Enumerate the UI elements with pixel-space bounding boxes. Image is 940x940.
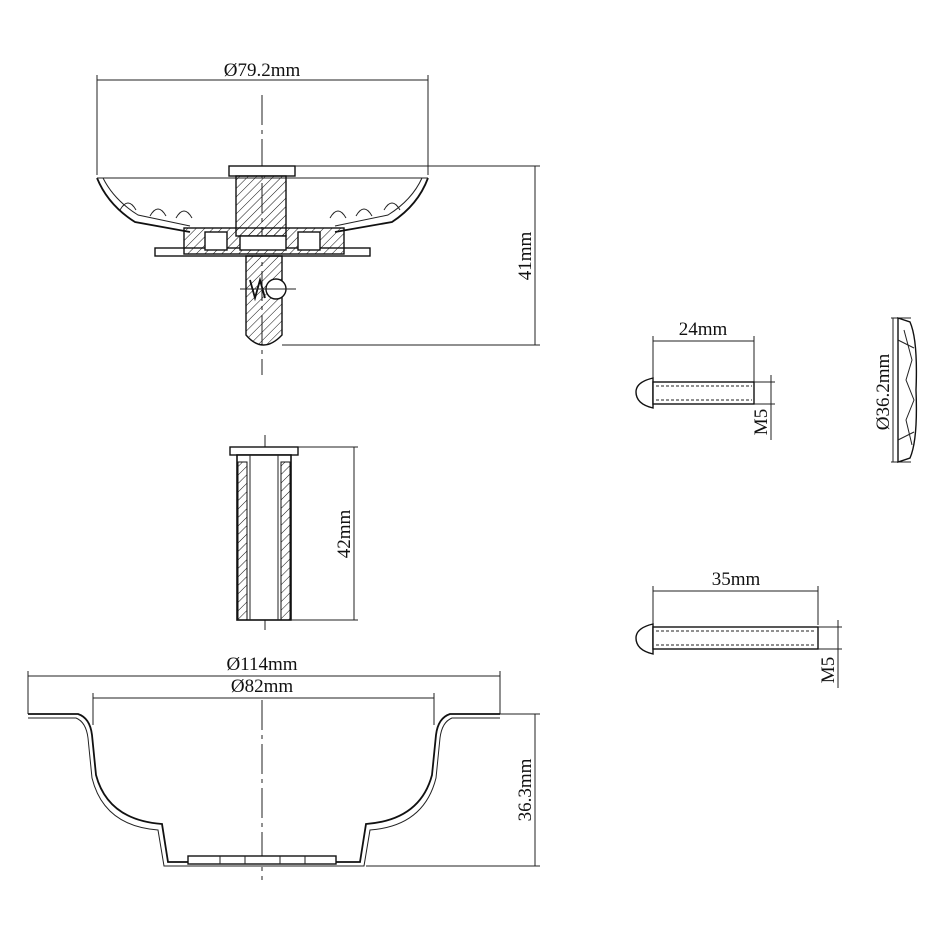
flange-outer-diameter-label: Ø114mm <box>226 654 297 675</box>
washer-part: Ø36.2mm <box>873 317 918 463</box>
bolt-short: 24mm M5 <box>635 319 775 440</box>
bolt-short-length-label: 24mm <box>679 319 728 340</box>
bolt-long: 35mm M5 <box>635 569 842 688</box>
body-height-label: 36.3mm <box>515 758 536 821</box>
strainer-basket: Ø79.2mm 41mm <box>96 60 540 375</box>
bolt-long-length-label: 35mm <box>712 569 761 590</box>
tube-height-label: 42mm <box>334 510 355 559</box>
base-body: Ø114mm Ø82mm 36.3mm <box>27 654 540 880</box>
washer-diameter-label: Ø36.2mm <box>873 354 894 431</box>
tube-part: 42mm <box>229 435 358 630</box>
flange-inner-diameter-label: Ø82mm <box>231 676 294 697</box>
strainer-height-label: 41mm <box>515 232 536 281</box>
strainer-diameter-label: Ø79.2mm <box>224 60 301 81</box>
bolt-short-thread-label: M5 <box>751 409 772 435</box>
bolt-long-thread-label: M5 <box>818 657 839 683</box>
